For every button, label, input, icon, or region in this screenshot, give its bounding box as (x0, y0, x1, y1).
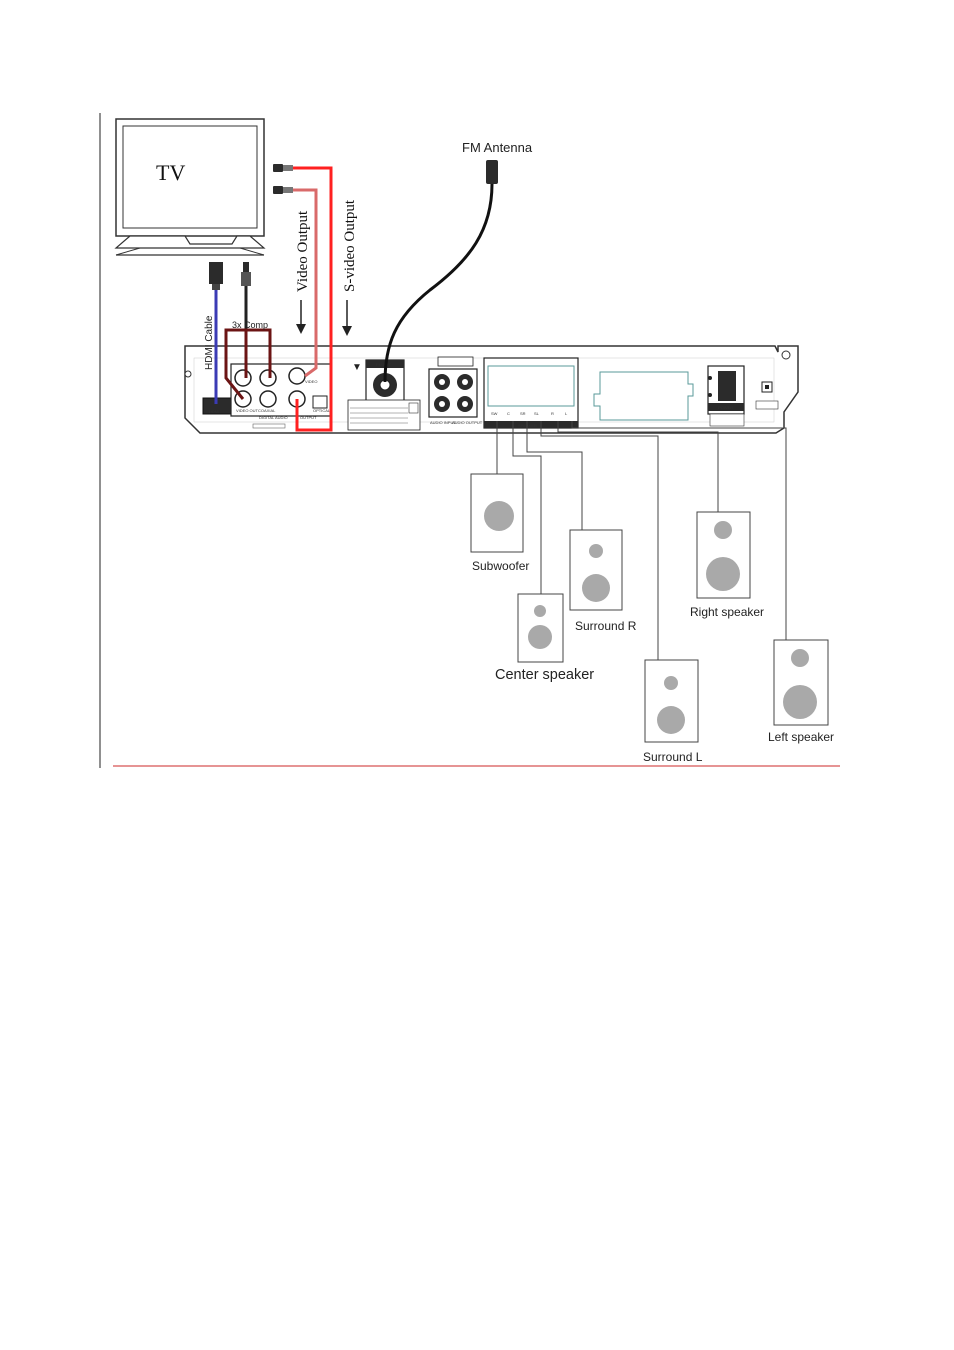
channel-l: L (565, 411, 568, 416)
right-speaker (696, 511, 751, 599)
fm-antenna-cable (383, 160, 498, 383)
left-speaker (773, 639, 829, 726)
fm-antenna-label: FM Antenna (462, 140, 533, 155)
center-speaker (517, 593, 564, 663)
audio-output-label: AUDIO OUTPUT (452, 420, 483, 425)
svideo-cable (273, 186, 318, 378)
right-speaker-label: Right speaker (690, 605, 764, 619)
rating-label-sticker (347, 399, 421, 431)
component-port-pb (259, 369, 277, 387)
svideo-output-label: S-video Output (342, 199, 358, 292)
component-port-y (234, 369, 252, 387)
tv-unit: TV (114, 118, 266, 256)
speaker-wires (496, 421, 787, 660)
digital-audio-label: DIGITAL AUDIO (259, 415, 288, 420)
left-speaker-label: Left speaker (768, 730, 834, 744)
optical-port (312, 395, 328, 409)
channel-sw: SW (491, 411, 498, 416)
svideo-output-arrow (342, 300, 352, 336)
surround-r-speaker (569, 529, 623, 611)
receiver-rear-panel: HDMI VIDEO OUT COAXIAL VIDEO OPTICAL DIG… (184, 345, 799, 434)
component-cable-label: 3x Comp (232, 320, 268, 330)
surround-l-label: Surround L (643, 750, 703, 764)
channel-sl: SL (534, 411, 540, 416)
hdmi-cable-label: HDMI Cable (204, 315, 215, 370)
video-output-label: Video Output (295, 210, 311, 292)
speaker-terminal-label: SPEAKER (518, 423, 537, 428)
coaxial-port-label: COAXIAL (258, 408, 276, 413)
output-label: OUTPUT (300, 415, 317, 420)
video-cable (273, 164, 333, 432)
video-port (288, 367, 306, 385)
coaxial-port (259, 390, 277, 408)
channel-r: R (551, 411, 554, 416)
vent-plate (593, 371, 694, 421)
channel-c: C (507, 411, 510, 416)
subwoofer-speaker (470, 473, 524, 553)
tv-label: TV (156, 160, 185, 185)
audio-input-label: AUDIO INPUT (430, 420, 456, 425)
speaker-channel-labels: SW C SR SL R L (491, 411, 568, 416)
video-out-port-label: VIDEO OUT (236, 408, 259, 413)
antenna-port-label: FM ANT (376, 362, 391, 367)
surround-l-speaker (644, 659, 699, 743)
component-cable (224, 262, 272, 400)
power-label: POWER (718, 405, 733, 410)
channel-sr: SR (520, 411, 526, 416)
antenna-symbol: ▼ (352, 362, 362, 373)
center-speaker-label: Center speaker (495, 667, 594, 683)
surround-r-label: Surround R (575, 619, 637, 633)
video-port-label: VIDEO (305, 379, 317, 384)
optical-port-label: OPTICAL (313, 408, 331, 413)
subwoofer-label: Subwoofer (472, 559, 529, 573)
hdmi-port-label: HDMI (209, 409, 219, 414)
video-output-arrow (296, 300, 306, 334)
hdmi-cable (209, 262, 223, 404)
